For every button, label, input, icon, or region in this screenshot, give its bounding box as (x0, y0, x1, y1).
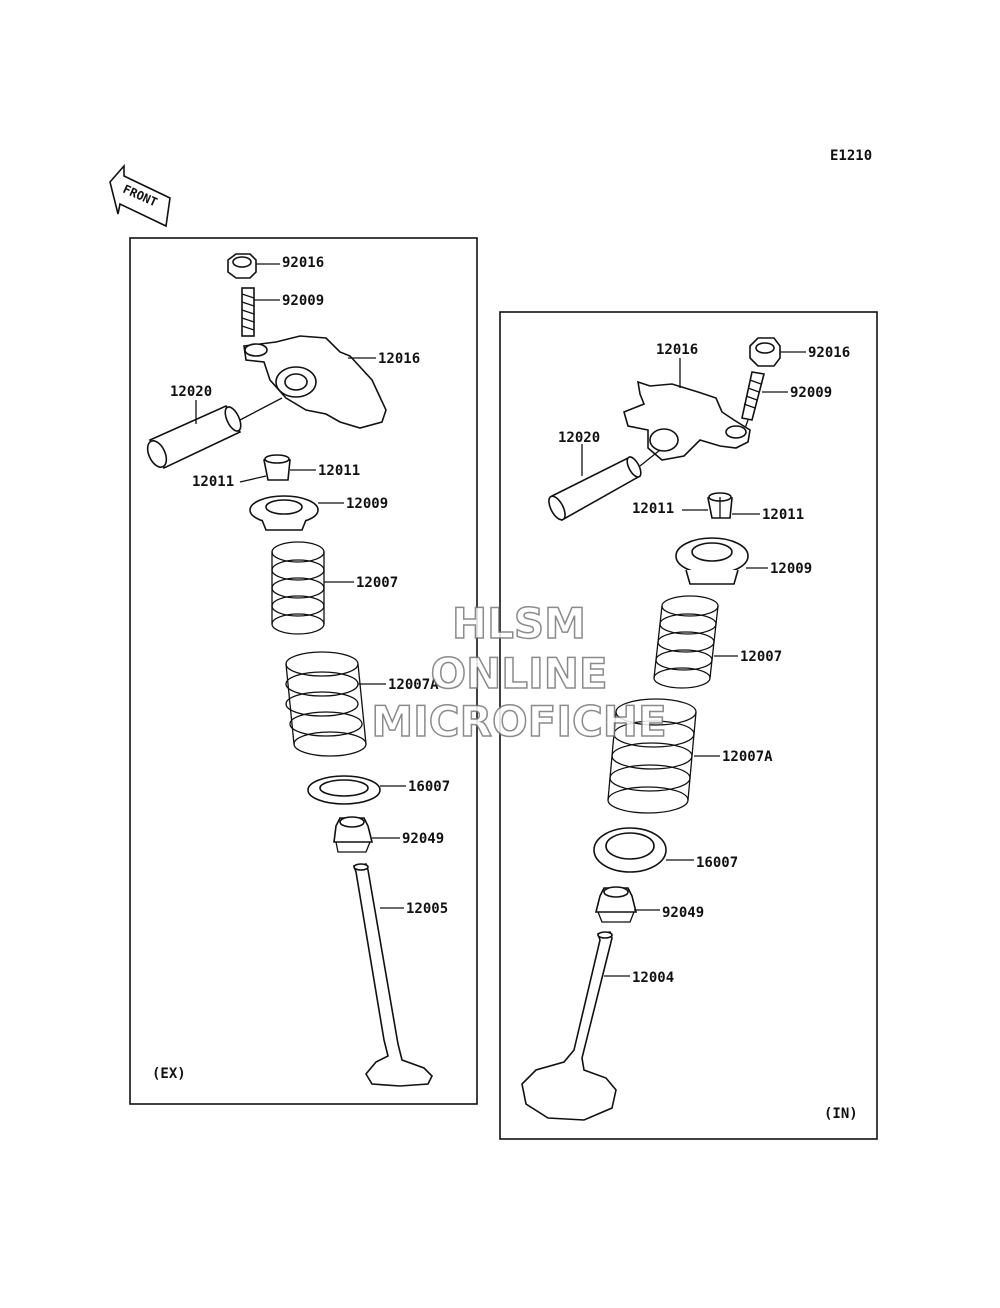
ex-outer-spring-icon (285, 651, 367, 757)
ex-nut-icon (227, 253, 257, 279)
in-nut-icon (749, 337, 781, 367)
in-valve-icon (521, 931, 617, 1121)
in-label-stud: 92009 (790, 385, 832, 401)
ex-inner-spring-icon (271, 541, 325, 635)
ex-cotter-icon (263, 454, 291, 481)
in-label-nut: 92016 (808, 345, 850, 361)
ex-label-retainer: 12009 (346, 496, 388, 512)
ex-label-shaft: 12020 (170, 384, 212, 400)
ex-side-label: (EX) (152, 1066, 186, 1082)
ex-label-seat: 16007 (408, 779, 450, 795)
in-label-rocker-arm: 12016 (656, 342, 698, 358)
in-stem-seal-icon (594, 886, 638, 923)
exhaust-parts: 92016 92009 12016 12020 12011 12011 1200… (146, 253, 450, 1087)
ex-label-rocker-arm: 12016 (378, 351, 420, 367)
ex-seat-icon (307, 775, 381, 805)
in-retainer-icon (675, 537, 749, 585)
in-rocker-arm-icon (623, 380, 751, 461)
watermark: HLSM ONLINE MICROFICHE (371, 598, 668, 747)
watermark-line-3: MICROFICHE (371, 697, 666, 746)
in-label-cotter-right: 12011 (762, 507, 804, 523)
ex-retainer-icon (249, 495, 319, 531)
in-label-shaft: 12020 (558, 430, 600, 446)
ex-label-cotter-left: 12011 (192, 474, 234, 490)
ex-label-valve: 12005 (406, 901, 448, 917)
ex-label-outer-spring: 12007A (388, 677, 439, 693)
in-outer-spring-icon (607, 698, 697, 814)
in-stud-icon (741, 371, 765, 421)
in-label-valve: 12004 (632, 970, 674, 986)
in-shaft-icon (548, 456, 642, 522)
in-side-label: (IN) (824, 1106, 858, 1122)
ex-shaft-icon (146, 404, 242, 470)
front-arrow-icon: FRONT (109, 163, 171, 228)
ex-rocker-arm-icon (243, 335, 387, 429)
ex-valve-icon (352, 863, 433, 1087)
watermark-line-1: HLSM (452, 599, 586, 648)
in-seat-icon (593, 827, 667, 873)
ex-label-cotter-right: 12011 (318, 463, 360, 479)
in-label-stem-seal: 92049 (662, 905, 704, 921)
in-label-seat: 16007 (696, 855, 738, 871)
in-inner-spring-icon (653, 595, 719, 689)
in-label-cotter-left: 12011 (632, 501, 674, 517)
in-cotter-icon (707, 492, 733, 519)
ex-label-nut: 92016 (282, 255, 324, 271)
ex-label-stem-seal: 92049 (402, 831, 444, 847)
ex-stud-icon (241, 287, 255, 337)
in-label-inner-spring: 12007 (740, 649, 782, 665)
exhaust-panel (129, 237, 478, 1105)
watermark-line-2: ONLINE (430, 649, 607, 698)
ex-label-stud: 92009 (282, 293, 324, 309)
in-label-outer-spring: 12007A (722, 749, 773, 765)
in-label-retainer: 12009 (770, 561, 812, 577)
intake-panel (499, 311, 878, 1140)
intake-parts: 92016 12016 92009 12020 12011 12011 1200… (521, 337, 858, 1122)
diagram-code: E1210 (830, 148, 872, 164)
ex-label-inner-spring: 12007 (356, 575, 398, 591)
ex-stem-seal-icon (333, 816, 374, 853)
